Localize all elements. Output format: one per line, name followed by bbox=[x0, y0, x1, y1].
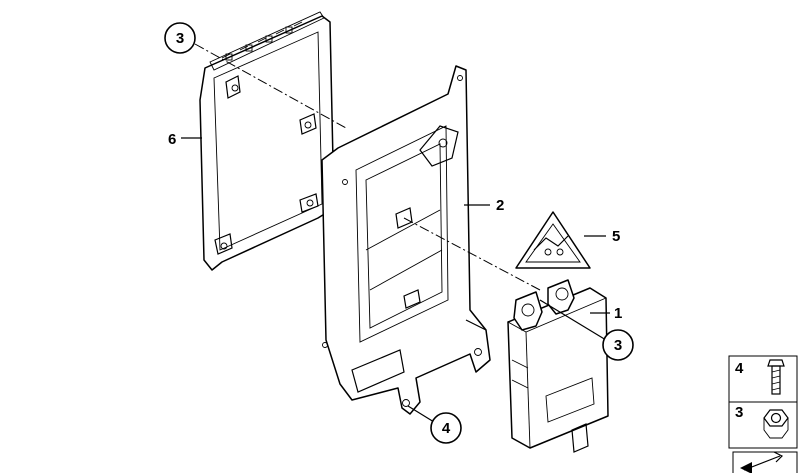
alignment-lines bbox=[194, 43, 541, 291]
antenna-amplifier-part[interactable] bbox=[507, 279, 609, 453]
legend-number-screw: 4 bbox=[735, 360, 744, 377]
control-unit-part[interactable] bbox=[199, 11, 335, 271]
screw-icon bbox=[767, 359, 785, 395]
bracket-part[interactable] bbox=[321, 65, 491, 415]
label-antenna-amplifier: 1 bbox=[614, 305, 622, 322]
svg-text:3: 3 bbox=[614, 337, 622, 354]
legend-panel: 4 3 bbox=[728, 355, 798, 473]
label-warning-label: 5 bbox=[612, 228, 620, 245]
warning-label-part[interactable] bbox=[515, 211, 591, 269]
svg-text:4: 4 bbox=[442, 420, 451, 437]
leader-lines bbox=[181, 137, 610, 423]
callout-module-top: 3 bbox=[164, 22, 196, 54]
callout-screw-bottom: 4 bbox=[430, 412, 462, 444]
label-control-unit: 6 bbox=[168, 131, 176, 148]
label-bracket: 2 bbox=[496, 197, 504, 214]
nut-icon bbox=[763, 409, 789, 439]
arrow-icon bbox=[740, 451, 784, 473]
svg-text:3: 3 bbox=[176, 30, 184, 47]
legend-number-nut: 3 bbox=[735, 404, 743, 421]
callout-clip-lower: 3 bbox=[602, 329, 634, 361]
